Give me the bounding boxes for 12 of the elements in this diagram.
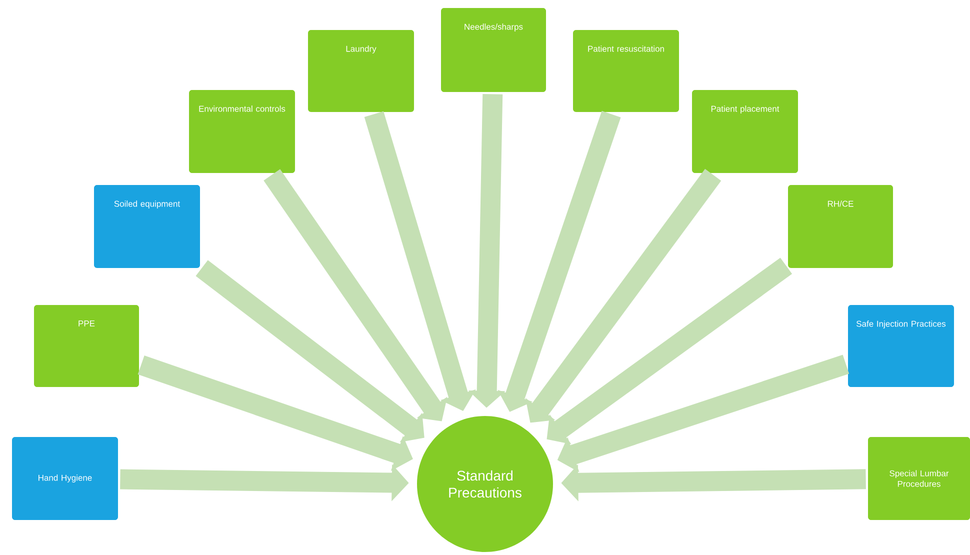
process-box: RH/CE: [788, 185, 893, 268]
process-box: Soiled equipment: [94, 185, 200, 268]
process-box: Environmental controls: [189, 90, 295, 173]
arrow: [546, 258, 792, 444]
process-box: Patient placement: [692, 90, 798, 173]
process-box: PPE: [34, 305, 139, 387]
process-box: Needles/sharps: [441, 8, 546, 92]
process-box: Patient resuscitation: [573, 30, 679, 112]
process-box: Special Lumbar Procedures: [868, 437, 970, 520]
process-box: Safe Injection Practices: [848, 305, 954, 387]
process-box: Hand Hygiene: [12, 437, 118, 520]
process-box: Laundry: [308, 30, 414, 112]
